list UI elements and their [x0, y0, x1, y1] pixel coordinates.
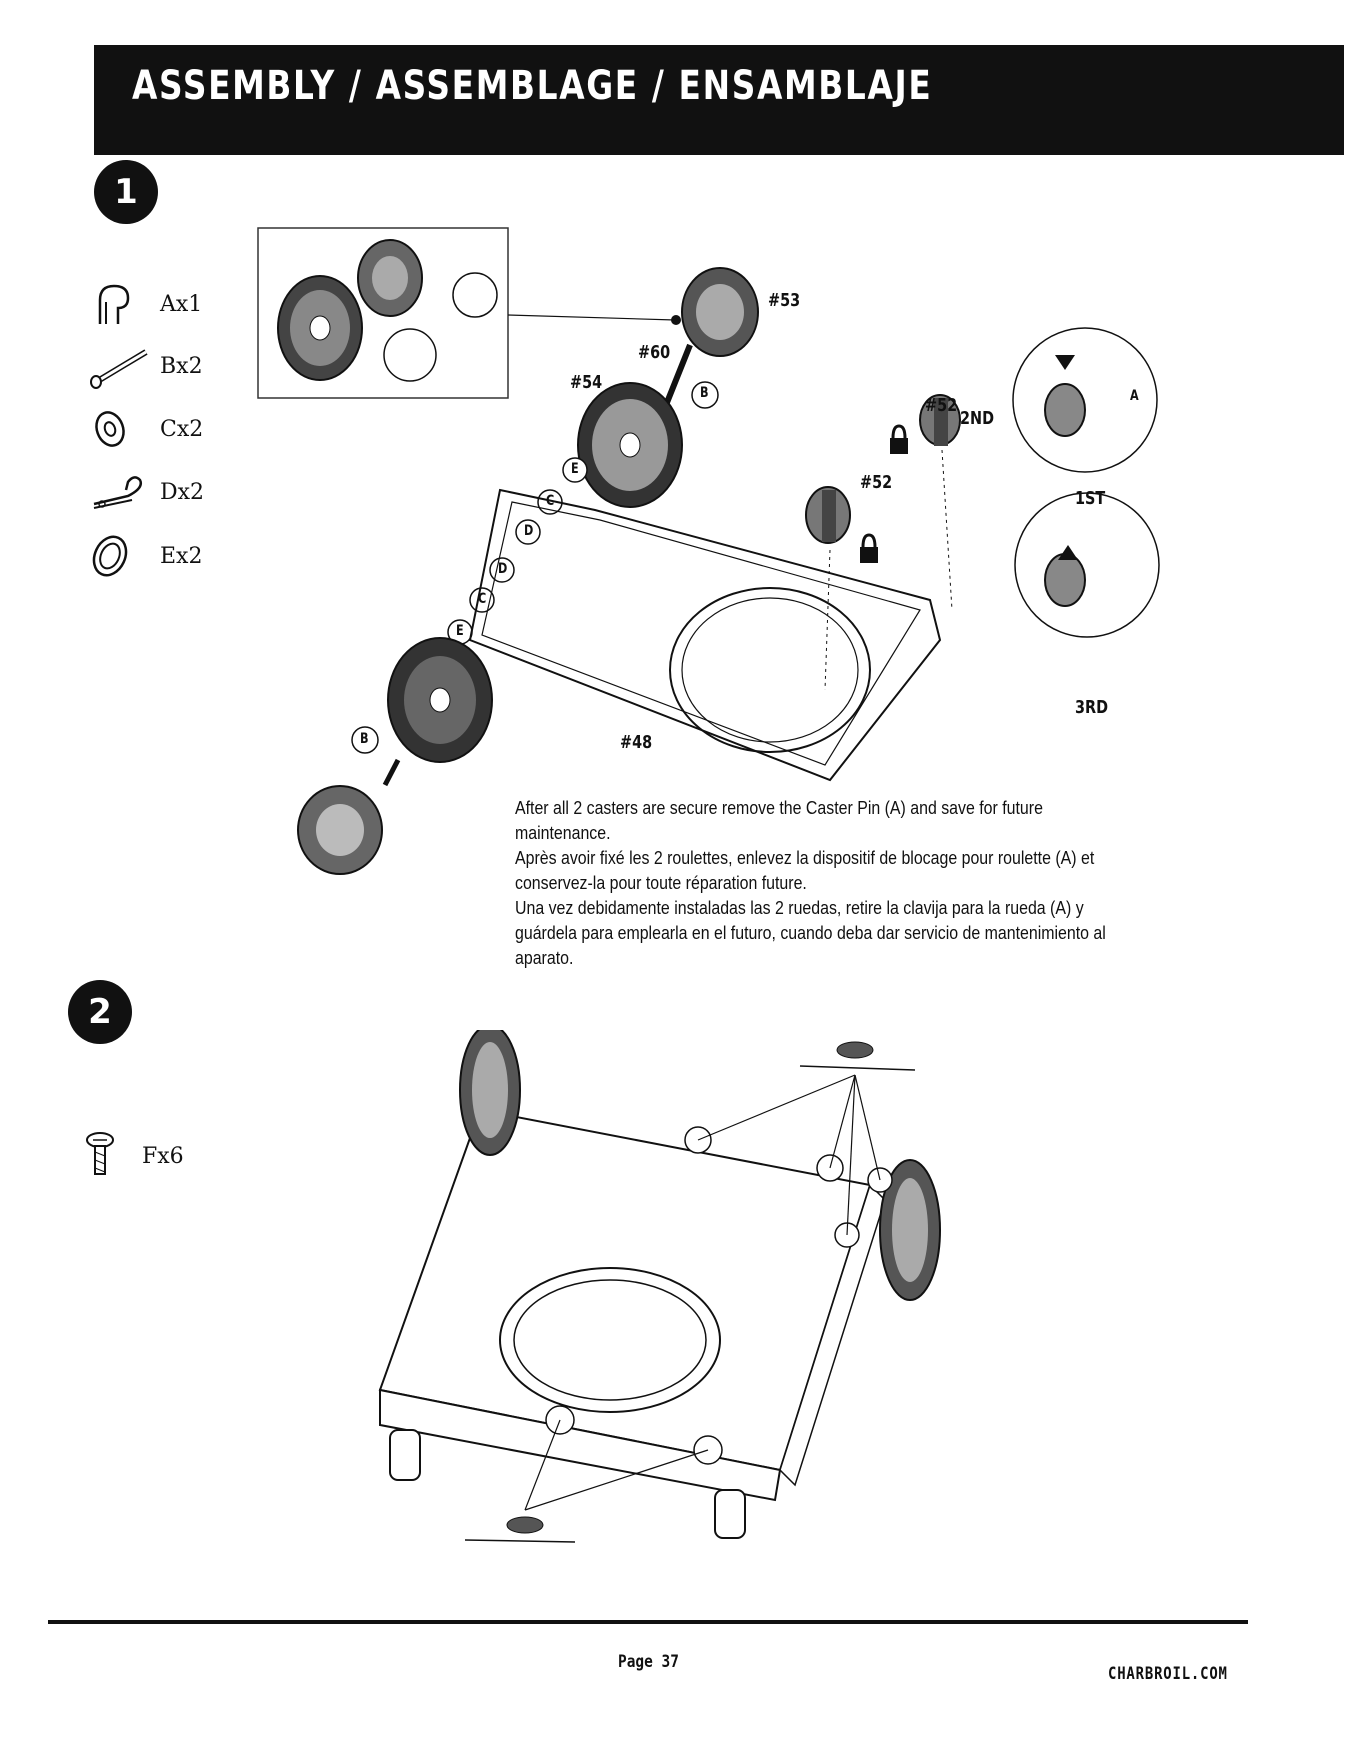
letter-e-upper: E — [571, 461, 579, 477]
letter-d-lower: D — [498, 561, 508, 577]
part-f-label: Fx6 — [142, 1144, 184, 1169]
letter-a: A — [1130, 388, 1139, 404]
base-frame-48 — [468, 488, 942, 782]
part-a-label: Ax1 — [160, 292, 203, 317]
page-header: ASSEMBLY / ASSEMBLAGE / ENSAMBLAJE — [94, 45, 1344, 155]
site-url: CHARBROIL.COM — [1108, 1664, 1228, 1684]
page-number: Page 37 — [618, 1652, 679, 1672]
step-2-badge: 2 — [68, 980, 132, 1044]
part-c-label: Cx2 — [160, 417, 204, 442]
part-e: Ex2 — [88, 532, 228, 582]
instruction-es: Una vez debidamente instaladas las 2 rue… — [515, 897, 1106, 968]
caster-52-front — [805, 486, 851, 544]
callout-1st: 1ST — [1075, 488, 1106, 509]
wheel-left-front — [387, 637, 493, 763]
callout-48: #48 — [620, 732, 653, 753]
part-f: Fx6 — [80, 1130, 220, 1180]
wheel-54 — [577, 382, 683, 508]
part-c: Cx2 — [88, 405, 228, 455]
detail-1st — [1012, 327, 1158, 473]
washer-icon — [95, 411, 125, 447]
cotter-pin-icon — [93, 476, 142, 509]
letter-e-lower: E — [456, 623, 464, 639]
callout-2nd: 2ND — [960, 408, 995, 429]
caster-52-rear — [919, 394, 961, 446]
callout-3rd: 3RD — [1075, 697, 1109, 718]
letter-c-upper: C — [546, 493, 555, 509]
screw-icon — [86, 1132, 114, 1175]
inset-wheel — [277, 275, 363, 381]
hitch-pin-icon — [98, 284, 130, 324]
screw-detail-bottom — [464, 1516, 576, 1543]
wheel-right — [879, 1159, 941, 1301]
page-title: ASSEMBLY / ASSEMBLAGE / ENSAMBLAJE — [132, 63, 933, 109]
axle-rod-icon — [90, 349, 148, 389]
inset-detail-box — [257, 227, 509, 399]
spacer-ring-icon — [92, 535, 128, 577]
instruction-fr: Après avoir fixé les 2 roulettes, enleve… — [515, 847, 1095, 893]
wheel-left-rear — [459, 1030, 521, 1156]
hubcap-53 — [671, 267, 759, 357]
callout-52-front: #52 — [860, 472, 893, 493]
callout-53: #53 — [768, 290, 801, 311]
step-1-diagram — [257, 227, 1160, 875]
step-1-badge: 1 — [94, 160, 158, 224]
part-a: Ax1 — [88, 280, 228, 330]
step-2-diagram — [378, 1030, 941, 1543]
screw-detail-top — [799, 1041, 916, 1071]
step-1-instructions: After all 2 casters are secure remove th… — [515, 795, 1134, 970]
part-b: Bx2 — [88, 342, 228, 392]
callout-54: #54 — [570, 372, 603, 393]
letter-b-lower: B — [360, 731, 369, 747]
part-d: Dx2 — [88, 468, 228, 518]
footer-rule — [48, 1620, 1248, 1624]
lock-icon — [860, 424, 908, 563]
letter-c-lower: C — [478, 591, 487, 607]
hubcap-left-front — [297, 785, 383, 875]
letter-d-upper: D — [524, 523, 534, 539]
callout-52-rear: #52 — [925, 395, 958, 416]
detail-3rd — [1014, 492, 1160, 638]
part-e-label: Ex2 — [160, 544, 203, 569]
part-d-label: Dx2 — [160, 480, 205, 505]
part-b-label: Bx2 — [160, 354, 203, 379]
inset-hubcap — [357, 239, 423, 317]
instruction-en: After all 2 casters are secure remove th… — [515, 797, 1043, 843]
callout-60: #60 — [638, 342, 671, 363]
letter-b-upper: B — [700, 385, 709, 401]
